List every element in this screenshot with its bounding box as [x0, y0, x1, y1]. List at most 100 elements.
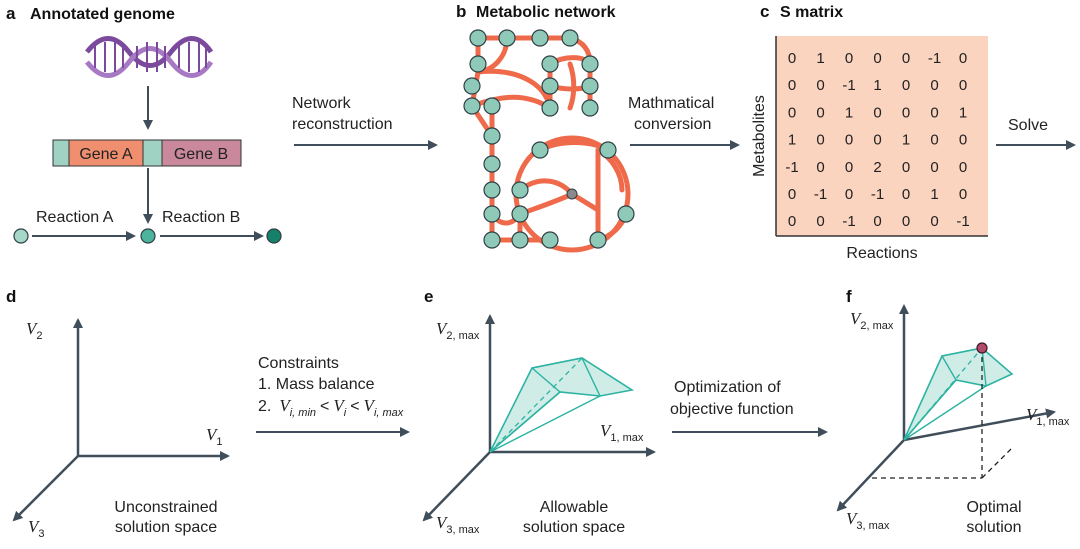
matrix-cell: 0	[816, 132, 824, 149]
matrix-cell: 1	[902, 132, 910, 149]
optimal-solution-point	[976, 342, 988, 354]
reaction-a-label: Reaction A	[36, 209, 114, 226]
matrix-cell: 0	[873, 132, 881, 149]
v3-axis	[836, 439, 905, 512]
matrix-cell: -1	[814, 186, 827, 203]
matrix-cell: 0	[959, 159, 967, 176]
v1-label: V1	[206, 425, 223, 448]
panel-d: d V2 V1 V3 Unconstrained solution space	[6, 287, 230, 540]
gene-bar: Gene A Gene B	[52, 139, 242, 167]
matrix-cell: -1	[842, 213, 855, 230]
matrix-cell: 1	[873, 77, 881, 94]
matrix-cell: 0	[902, 50, 910, 67]
matrix-cell: 0	[816, 104, 824, 121]
matrix-cell: 1	[816, 50, 824, 67]
v3-label: V3	[28, 517, 45, 540]
matrix-cell: 0	[902, 77, 910, 94]
panel-e-caption-line1: Allowable	[540, 499, 609, 516]
matrix-cell: 0	[788, 77, 796, 94]
matrix-cell: 0	[959, 132, 967, 149]
matrix-cell: 0	[788, 186, 796, 203]
panel-a-title: Annotated genome	[30, 6, 175, 23]
panel-e: e V2, max V1, max V3, max Allowable solu…	[422, 287, 656, 536]
matrix-cell: 0	[873, 50, 881, 67]
matrix-cell: -1	[785, 159, 798, 176]
matrix-cell: 0	[930, 213, 938, 230]
constraint-flux-bounds: 2.Vi, min<Vi<Vi, max	[258, 396, 404, 419]
solve-label: Solve	[1008, 117, 1048, 134]
matrix-cell: 0	[845, 50, 853, 67]
dna-helix-icon	[85, 36, 214, 78]
v2-label: V2	[26, 319, 43, 342]
matrix-cell: 0	[902, 213, 910, 230]
constraints-title: Constraints	[258, 355, 339, 372]
v3-axis	[422, 451, 491, 522]
matrix-cell: 0	[816, 77, 824, 94]
panel-d-caption-line1: Unconstrained	[114, 499, 217, 516]
matrix-cell: 0	[902, 104, 910, 121]
matrix-cell: 0	[845, 159, 853, 176]
matrix-cell: 0	[816, 213, 824, 230]
matrix-cell: 0	[930, 77, 938, 94]
constraints-step: Constraints 1. Mass balance 2.Vi, min<Vi…	[256, 355, 410, 437]
v1-max-label: V1, max	[600, 421, 644, 444]
gene-a-box	[68, 139, 144, 167]
panel-b-title: Metabolic network	[476, 4, 616, 21]
panel-c: c S matrix 0 1 0 0 0 -1 0 0 0 -1 1 0 0 0 0 0 1 0 0 0 1 1 0 0 0 1 0…	[751, 2, 988, 262]
matrix-cell: -1	[871, 186, 884, 203]
optimization-line1: Optimization of	[674, 379, 781, 396]
matrix-cell: 0	[845, 132, 853, 149]
matrix-cell: 1	[845, 104, 853, 121]
s-matrix-background	[776, 36, 988, 236]
panel-f-caption-line2: solution	[966, 519, 1021, 536]
matrix-cell: 0	[845, 186, 853, 203]
panel-d-caption-line2: solution space	[115, 519, 217, 536]
matrix-cell: 0	[788, 104, 796, 121]
projection-lines	[872, 348, 1013, 479]
reaction-b-label: Reaction B	[162, 209, 240, 226]
matrix-cell: 0	[902, 186, 910, 203]
metabolite-2-node	[140, 228, 156, 244]
panel-e-caption-line2: solution space	[523, 519, 625, 536]
matrix-cell: 0	[959, 77, 967, 94]
panel-a-letter: a	[6, 4, 16, 23]
matrix-cell: -1	[956, 213, 969, 230]
v2-max-label: V2, max	[436, 319, 480, 342]
matrix-cell: -1	[928, 50, 941, 67]
matrix-cell: 0	[788, 50, 796, 67]
panel-d-letter: d	[6, 287, 16, 306]
conversion-line1: Mathmatical	[628, 95, 714, 112]
network-reconstruction-line2: reconstruction	[292, 116, 393, 133]
conversion-line2: conversion	[634, 116, 711, 133]
gene-a-label: Gene A	[79, 146, 133, 163]
matrix-cell: 1	[930, 186, 938, 203]
allowable-cone	[489, 357, 635, 453]
matrix-cell: 0	[959, 50, 967, 67]
matrix-cell: 0	[873, 213, 881, 230]
panel-f-caption-line1: Optimal	[966, 499, 1021, 516]
matrix-cell: 1	[959, 104, 967, 121]
reactions-axis-label: Reactions	[846, 245, 917, 262]
v2-max-label: V2, max	[850, 309, 894, 332]
panel-f-letter: f	[846, 287, 852, 306]
matrix-cell: 0	[816, 159, 824, 176]
panel-b-letter: b	[456, 2, 466, 21]
matrix-cell: 0	[930, 159, 938, 176]
panel-c-letter: c	[760, 2, 769, 21]
optimization-line2: objective function	[670, 401, 794, 418]
matrix-cell: -1	[842, 77, 855, 94]
matrix-cell: 0	[873, 104, 881, 121]
panel-c-title: S matrix	[780, 4, 843, 21]
panel-a: a Annotated genome Gene A Gene B Reactio…	[6, 4, 282, 244]
panel-b: b Metabolic network	[456, 2, 635, 253]
optimal-cone	[903, 347, 1014, 441]
v1-max-label: V1, max	[1026, 405, 1070, 428]
matrix-cell: 2	[873, 159, 881, 176]
constraint-mass-balance: 1. Mass balance	[258, 376, 375, 393]
matrix-cell: 0	[930, 104, 938, 121]
matrix-cell: 0	[930, 132, 938, 149]
matrix-cell: 0	[788, 213, 796, 230]
metabolite-1-node	[13, 228, 29, 244]
network-reconstruction-line1: Network	[292, 95, 352, 112]
